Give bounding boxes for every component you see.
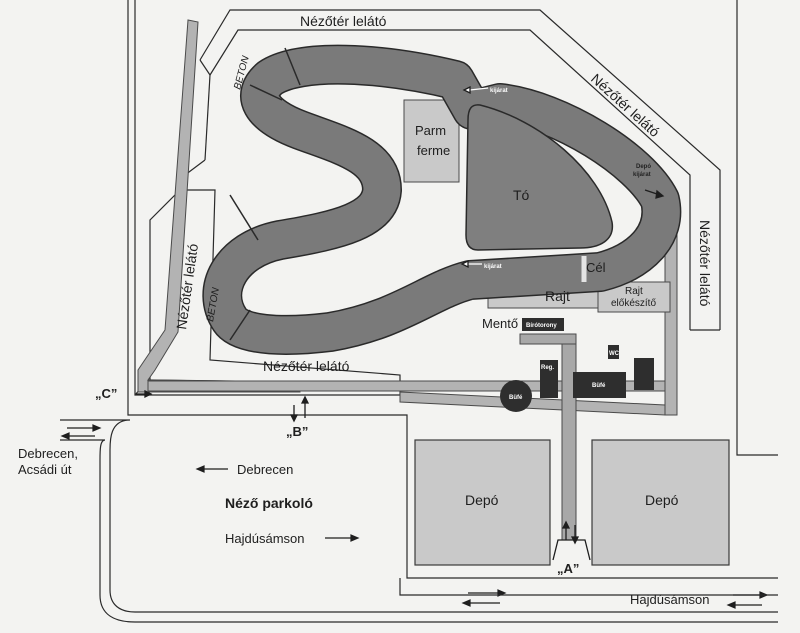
label-rajt-elokeszito-2: előkészítő [611,298,656,309]
label-bufe-1: Büfé [509,395,523,401]
biroi-torony-building [522,318,564,331]
label-parc-ferme-2: ferme [417,143,450,158]
label-rajt-elokeszito-1: Rajt [625,286,643,297]
direction-arrows [60,424,769,609]
reg-building [540,360,558,398]
service-road [137,19,678,416]
label-rajt: Rajt [545,288,570,304]
label-debrecen-acsadi-1: Debrecen, [18,446,78,461]
label-depo-right: Depó [645,492,679,508]
label-biroi-torony: Bírótorony [526,323,557,329]
label-nezo-parkolo: Néző parkoló [225,495,313,511]
bufe-circle-building [500,380,532,412]
gate-markers [136,85,665,561]
parc-ferme-zone [403,99,460,183]
label-nezoter-right-vert: Nézőtér lelátó [697,220,713,307]
label-to: Tó [513,187,530,203]
depo-left-zone [414,439,551,566]
depo-right-zone [591,439,730,566]
label-debrecen-acsadi-2: Acsádi út [18,462,72,477]
label-depo-left: Depó [465,492,499,508]
buildings [500,318,654,412]
label-gate-c: „C” [95,386,117,401]
pit-lane [519,333,577,541]
label-nezoter-top: Nézőtér lelátó [300,13,387,29]
wc-building [608,345,619,359]
label-wc: WC [609,351,620,357]
label-reg: Reg. [541,365,554,371]
track-ticks [229,47,301,341]
label-parc-ferme-1: Parm [415,123,446,138]
label-depo-kijarat-2: kijárat [633,172,651,178]
label-hajdusamson-bottom: Hajdúsámson [630,592,710,607]
label-cel: Cél [586,260,606,275]
label-debrecen: Debrecen [237,462,293,477]
bufe-building [573,372,626,398]
label-depo-kijarat-1: Depó [636,164,651,170]
label-nezoter-bottom: Nézőtér lelátó [263,358,350,374]
label-gate-a: „A” [557,561,579,576]
label-hajdusamson-mid: Hajdúsámson [225,531,305,546]
label-kijarat-top: kijárat [490,88,508,94]
public-road [60,419,778,623]
lake [465,104,614,251]
label-bufe-2: Büfé [592,383,606,389]
label-mento: Mentő [482,316,518,331]
label-gate-b: „B” [286,424,308,439]
race-track [202,44,682,355]
dark-building [634,358,654,390]
label-kijarat-mid: kijárat [484,264,502,270]
